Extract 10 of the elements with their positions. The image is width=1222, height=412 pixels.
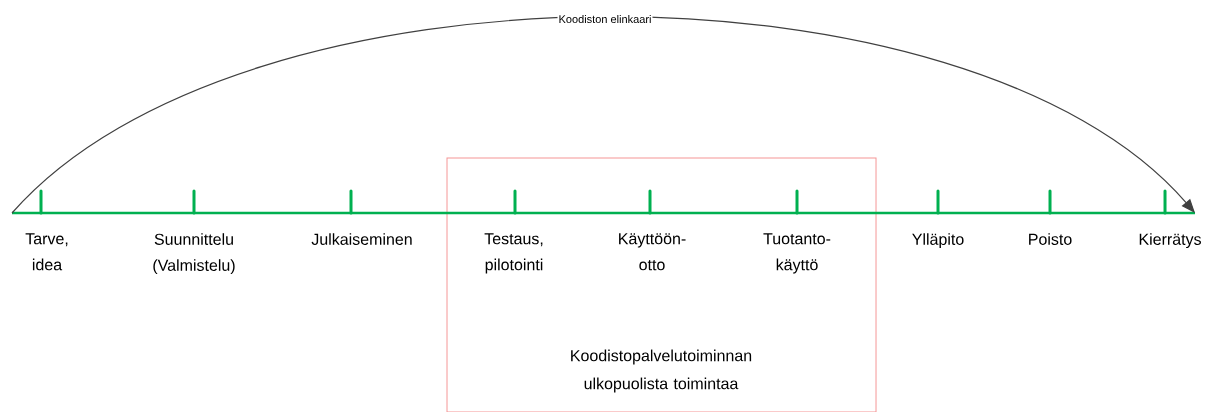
- stage-label: Kierrätys: [1139, 233, 1201, 249]
- stage-label: Poisto: [1029, 233, 1072, 245]
- stage-label: Ylläpito: [912, 233, 964, 249]
- stage-label: Tarve, idea: [25, 233, 68, 271]
- stage-label: Tuotanto- käyttö: [763, 233, 831, 274]
- arc-label: Koodiston elinkaari: [557, 13, 653, 25]
- stage-label: Käyttöön- otto: [619, 233, 686, 271]
- stage-label: Julkaiseminen: [311, 233, 412, 245]
- stage-label: Testaus, pilotointi: [484, 233, 543, 274]
- stage-label: Suunnittelu (Valmistelu): [153, 233, 235, 275]
